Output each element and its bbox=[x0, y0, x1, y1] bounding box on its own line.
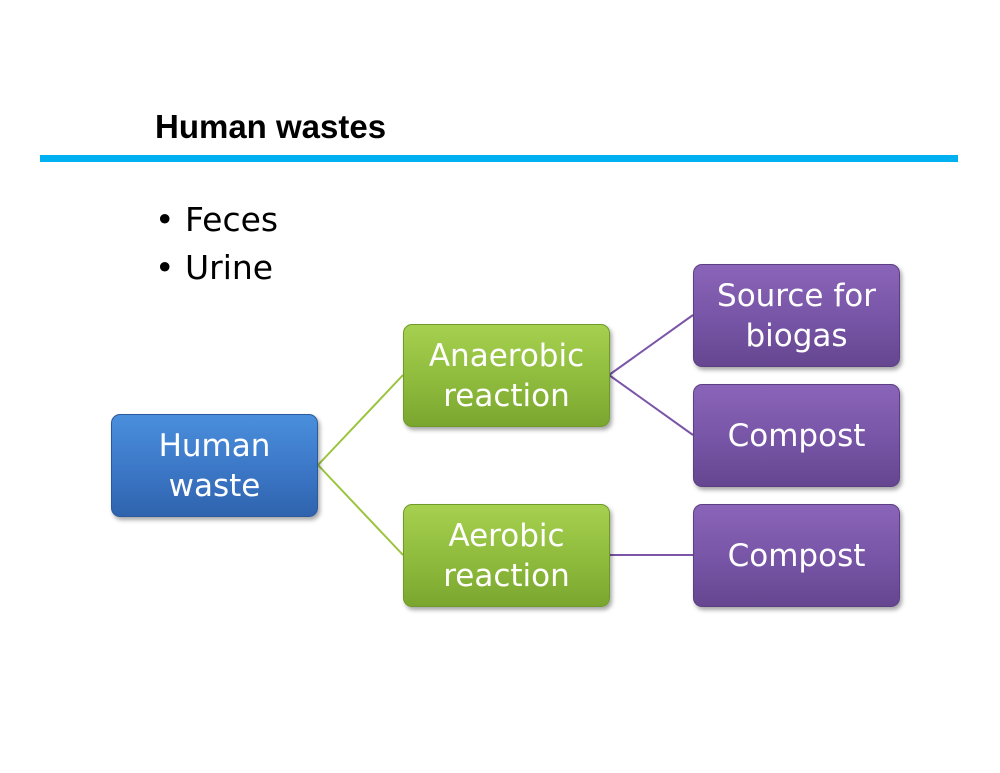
bullet-list: Feces Urine bbox=[155, 196, 278, 292]
title-underline bbox=[40, 155, 958, 162]
node-aerobic-reaction: Aerobic reaction bbox=[403, 504, 610, 607]
bullet-item: Urine bbox=[155, 244, 278, 292]
node-compost-aerobic: Compost bbox=[693, 504, 900, 607]
connector-root-anaerobic bbox=[317, 374, 404, 466]
bullet-item: Feces bbox=[155, 196, 278, 244]
connector-anaerobic-biogas bbox=[608, 314, 694, 376]
slide-title: Human wastes bbox=[155, 108, 387, 145]
node-human-waste: Human waste bbox=[111, 414, 318, 517]
connector-root-aerobic bbox=[317, 464, 404, 556]
connector-anaerobic-compost bbox=[608, 374, 694, 436]
node-anaerobic-reaction: Anaerobic reaction bbox=[403, 324, 610, 427]
node-source-for-biogas: Source for biogas bbox=[693, 264, 900, 367]
node-compost-anaerobic: Compost bbox=[693, 384, 900, 487]
